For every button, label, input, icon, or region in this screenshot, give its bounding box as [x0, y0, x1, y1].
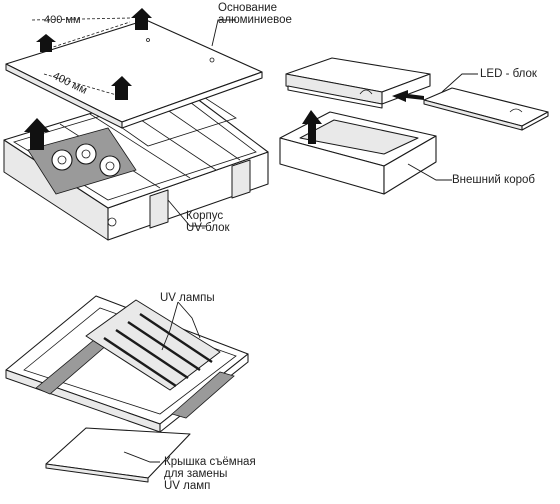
label-led-block: LED - блок: [480, 68, 537, 80]
label-removable-cover-line1: Крышка съёмная: [164, 456, 256, 468]
lift-arrow-2: [131, 8, 152, 30]
lift-arrow-5: [302, 110, 322, 144]
label-uv-housing-line1: Корпус: [186, 210, 224, 222]
leader-housing: [167, 199, 206, 227]
lamp-assembly: [5, 295, 249, 483]
lift-arrow-4: [24, 118, 50, 150]
leader-cover: [123, 451, 160, 463]
dimension-lines: [31, 17, 131, 97]
removable-cover: [45, 427, 191, 483]
label-uv-housing: Корпус UV-блок: [186, 210, 230, 234]
leader-base: [211, 19, 236, 47]
fan-block: [27, 127, 137, 195]
label-aluminum-base: Основание алюминиевое: [218, 2, 292, 26]
label-outer-box: Внешний короб: [452, 174, 535, 186]
label-removable-cover-line2: для замены: [164, 468, 228, 480]
label-uv-lamps: UV лампы: [160, 292, 215, 304]
leader-outer-box: [407, 163, 452, 181]
label-uv-housing-line2: UV-блок: [186, 222, 230, 234]
aluminum-base-plate: [5, 19, 263, 129]
uv-unit-assembly: [3, 8, 269, 241]
lift-arrow-1: [36, 34, 56, 52]
lamp-housing: [5, 295, 249, 433]
dimension-top-label: 400 мм: [44, 14, 81, 26]
leader-lamps-2: [177, 301, 201, 339]
leader-lamps-1: [161, 301, 179, 351]
leader-led: [441, 73, 478, 93]
led-module: [285, 57, 431, 109]
led-assembly: [279, 57, 549, 195]
label-removable-cover-line3: UV ламп: [164, 480, 211, 492]
outer-box: [279, 111, 437, 195]
vent-grille-right: [171, 371, 235, 419]
label-removable-cover: Крышка съёмная для замены UV ламп: [164, 456, 256, 492]
lift-arrow-3: [111, 76, 132, 100]
insert-arrow: [392, 90, 424, 102]
label-aluminum-base-line1: Основание: [218, 2, 277, 14]
label-aluminum-base-line2: алюминиевое: [218, 14, 292, 26]
led-panel: [423, 87, 549, 131]
